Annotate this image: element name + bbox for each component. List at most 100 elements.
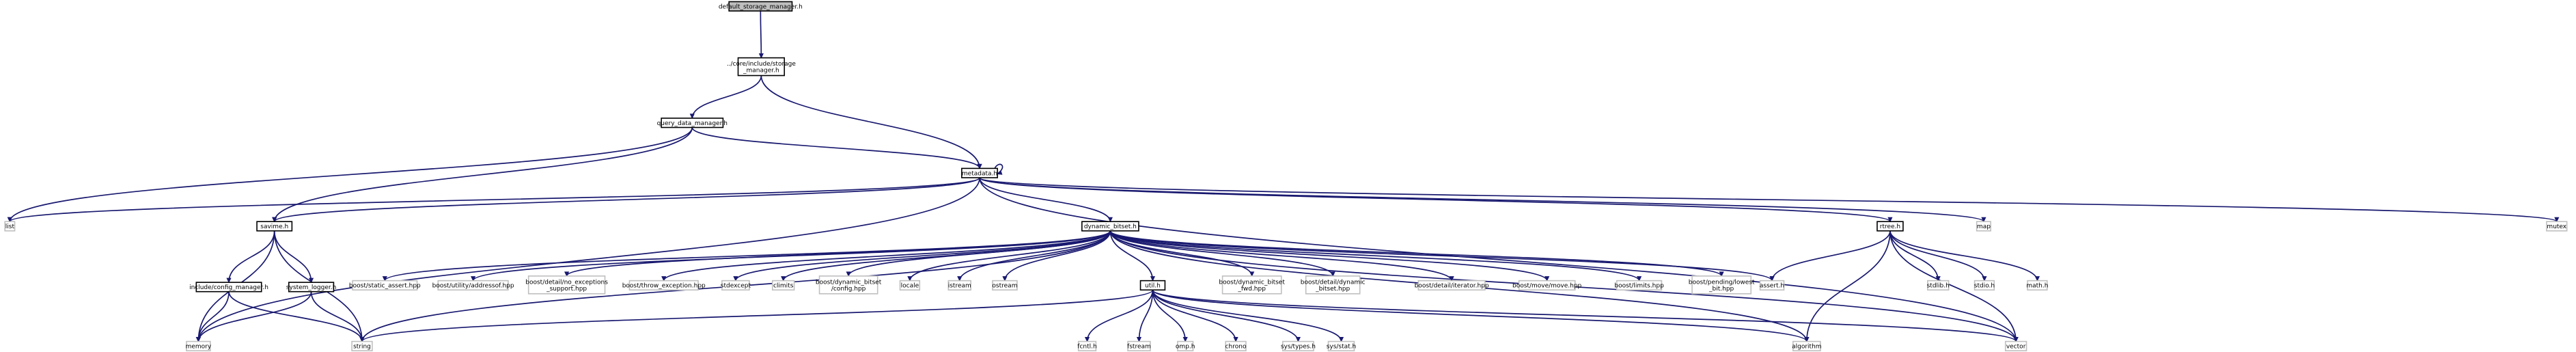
dependency-edge [1109, 230, 1775, 282]
graph-node[interactable]: vector [2004, 340, 2027, 351]
graph-node[interactable]: map [1976, 221, 1991, 232]
node-box [256, 221, 293, 232]
graph-node[interactable]: algorithm [1792, 340, 1822, 351]
node-label: system_logger.h [286, 284, 336, 291]
graph-node[interactable]: boost/detail/no_exceptions_support.hpp [525, 275, 608, 295]
graph-node[interactable]: boost/detail/iterator.hpp [1415, 280, 1489, 291]
edge-arrowhead [471, 276, 476, 282]
graph-node[interactable]: util.h [1139, 280, 1166, 291]
graph-node[interactable]: query_data_manager.h [657, 118, 728, 128]
graph-node[interactable]: ../core/include/storage_manager.h [727, 57, 797, 77]
graph-node[interactable]: omp.h [1176, 340, 1195, 351]
edge-line [228, 291, 363, 342]
dependency-edge [1109, 230, 1550, 282]
graph-node[interactable]: boost/pending/lowest_bit.hpp [1689, 275, 1755, 295]
node-label: fstream [1127, 344, 1151, 351]
node-label: boost/move/move.hpp [1512, 283, 1582, 290]
node-box [818, 275, 878, 295]
node-box [992, 280, 1018, 291]
graph-node[interactable]: fcntl.h [1077, 340, 1097, 351]
dependency-edge [1152, 289, 2019, 342]
graph-node[interactable]: ostream [992, 280, 1018, 291]
node-box [771, 280, 795, 291]
graph-node[interactable]: boost/detail/dynamic_bitset.hpp [1301, 275, 1366, 295]
graph-node[interactable]: fstream [1127, 340, 1151, 351]
node-label: chrono [1225, 344, 1247, 351]
dependency-edge [273, 230, 314, 284]
graph-node[interactable]: climits [771, 280, 795, 291]
graph-node[interactable]: stdio.h [1973, 280, 1995, 291]
node-label: boost/detail/dynamic [1301, 279, 1366, 286]
graph-node[interactable]: memory [186, 340, 212, 351]
graph-node[interactable]: boost/limits.hpp [1614, 280, 1664, 291]
graph-node[interactable]: sys/stat.h [1327, 340, 1357, 351]
graph-node[interactable]: stdexcept [721, 280, 751, 291]
node-label: fcntl.h [1077, 344, 1096, 351]
node-label: locale [901, 283, 919, 290]
graph-node[interactable]: mutex [2546, 221, 2568, 232]
dependency-edge [1152, 290, 1301, 342]
edge-arrowhead [977, 163, 982, 170]
graph-node[interactable]: stdlib.h [1927, 280, 1950, 291]
edge-arrowhead [1136, 337, 1142, 342]
dependency-edge [1084, 290, 1154, 342]
graph-node[interactable]: boost/dynamic_bitset_fwd.hpp [1219, 275, 1285, 295]
node-label: metadata.h [962, 170, 997, 177]
node-box [2027, 280, 2048, 291]
graph-node[interactable]: rtree.h [1876, 221, 1904, 232]
graph-node[interactable]: dynamic_bitset.h [1081, 221, 1139, 232]
graph-node[interactable]: list [4, 221, 16, 232]
node-box [1221, 275, 1282, 295]
edge-arrowhead [758, 53, 764, 59]
node-label: stdlib.h [1927, 283, 1950, 290]
node-label: include/config_manager.h [189, 284, 268, 291]
edge-line [361, 289, 1154, 342]
node-box [1973, 280, 1995, 291]
node-box [1225, 340, 1247, 351]
edge-arrowhead [1150, 276, 1156, 282]
edge-arrowhead [1982, 276, 1987, 282]
edge-line [1138, 290, 1154, 342]
node-label: memory [186, 344, 212, 351]
graph-node[interactable]: metadata.h [961, 167, 998, 178]
dependency-edge [7, 127, 693, 223]
node-box [947, 280, 971, 291]
graph-node[interactable]: chrono [1225, 340, 1247, 351]
graph-node[interactable]: string [351, 340, 373, 351]
graph-node[interactable]: system_logger.h [286, 282, 336, 293]
graph-node[interactable]: boost/throw_exception.hpp [622, 280, 706, 291]
graph-node[interactable]: boost/utility/addressof.hpp [432, 280, 514, 291]
graph-node[interactable]: istream [947, 280, 971, 291]
node-label: _support.hpp [546, 286, 587, 293]
edge-line [1889, 230, 1985, 281]
graph-node[interactable]: assert.h [1759, 280, 1785, 291]
edge-arrowhead [309, 277, 314, 284]
edge-line [979, 177, 2017, 342]
graph-node[interactable]: math.h [2026, 280, 2048, 291]
edge-line [1152, 290, 1236, 342]
edge-arrowhead [1769, 276, 1775, 282]
graph-node[interactable]: boost/static_assert.hpp [349, 280, 421, 291]
edges-layer [7, 11, 2560, 342]
dependency-edge [1109, 230, 1642, 282]
graph-node[interactable]: savime.h [256, 221, 293, 232]
edge-arrowhead [564, 271, 570, 277]
dependency-edge [272, 127, 693, 223]
dependency-edge [1889, 230, 2040, 282]
graph-node[interactable]: boost/move/move.hpp [1512, 280, 1582, 291]
node-label: stdio.h [1974, 283, 1995, 290]
graph-node[interactable]: include/config_manager.h [189, 282, 268, 293]
edge-arrowhead [1545, 276, 1550, 282]
graph-node[interactable]: locale [899, 280, 921, 291]
dependency-edge [760, 75, 982, 170]
graph-node[interactable]: sys/types.h [1281, 340, 1316, 351]
node-label: _bitset.hpp [1315, 286, 1350, 293]
dependency-edge [1152, 290, 1188, 342]
edge-arrowhead [1338, 337, 1344, 342]
node-box [728, 1, 793, 12]
edge-line [1109, 230, 1640, 282]
dependency-edge [979, 177, 1986, 223]
node-label: algorithm [1792, 344, 1821, 351]
node-label: util.h [1145, 283, 1161, 290]
graph-node[interactable]: boost/dynamic_bitset/config.hpp [816, 275, 882, 295]
